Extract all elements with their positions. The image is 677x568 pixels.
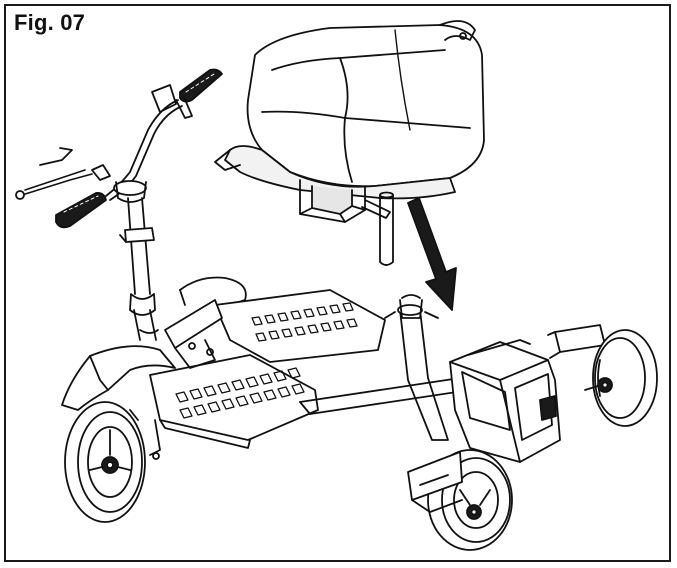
down-arrow-icon xyxy=(407,197,457,311)
figure-label: Fig. 07 xyxy=(14,10,86,35)
scooter-drawing xyxy=(15,68,658,551)
seat-drawing xyxy=(214,20,485,266)
